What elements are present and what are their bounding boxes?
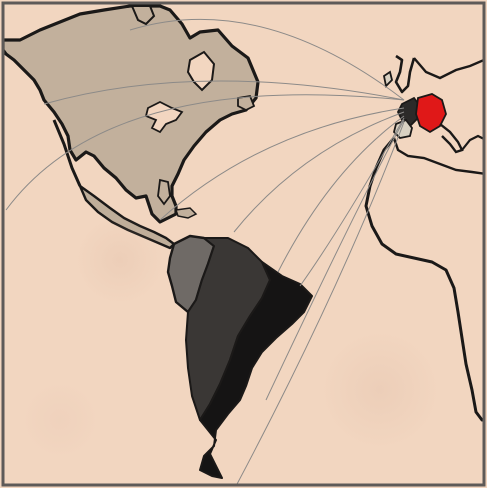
baja-california	[52, 119, 82, 187]
route-west-usa	[5, 94, 405, 211]
iberia	[393, 118, 413, 139]
south-america-east	[199, 261, 313, 479]
british-isles	[382, 70, 393, 88]
island-newfoundland	[237, 94, 256, 112]
route-rio	[265, 119, 405, 401]
highlighted-region	[415, 93, 447, 134]
greenland-fragment	[130, 5, 156, 26]
north-africa-coast	[392, 137, 484, 175]
route-central-america	[233, 111, 405, 233]
florida	[157, 178, 171, 206]
caribbean-islands	[175, 207, 198, 219]
great-lakes	[144, 100, 184, 134]
central-america	[78, 184, 176, 250]
scandinavia-coast	[394, 54, 416, 94]
route-colombia	[277, 115, 405, 273]
route-brazil	[299, 117, 405, 287]
route-north	[129, 18, 405, 101]
hudson-bay	[186, 50, 216, 92]
shipping-routes	[5, 18, 405, 485]
route-west-canada	[43, 80, 405, 105]
mediterranean-coast	[461, 134, 484, 151]
route-patagonia	[235, 121, 405, 485]
route-gulf	[159, 107, 405, 221]
europe-coast-north	[413, 57, 484, 80]
